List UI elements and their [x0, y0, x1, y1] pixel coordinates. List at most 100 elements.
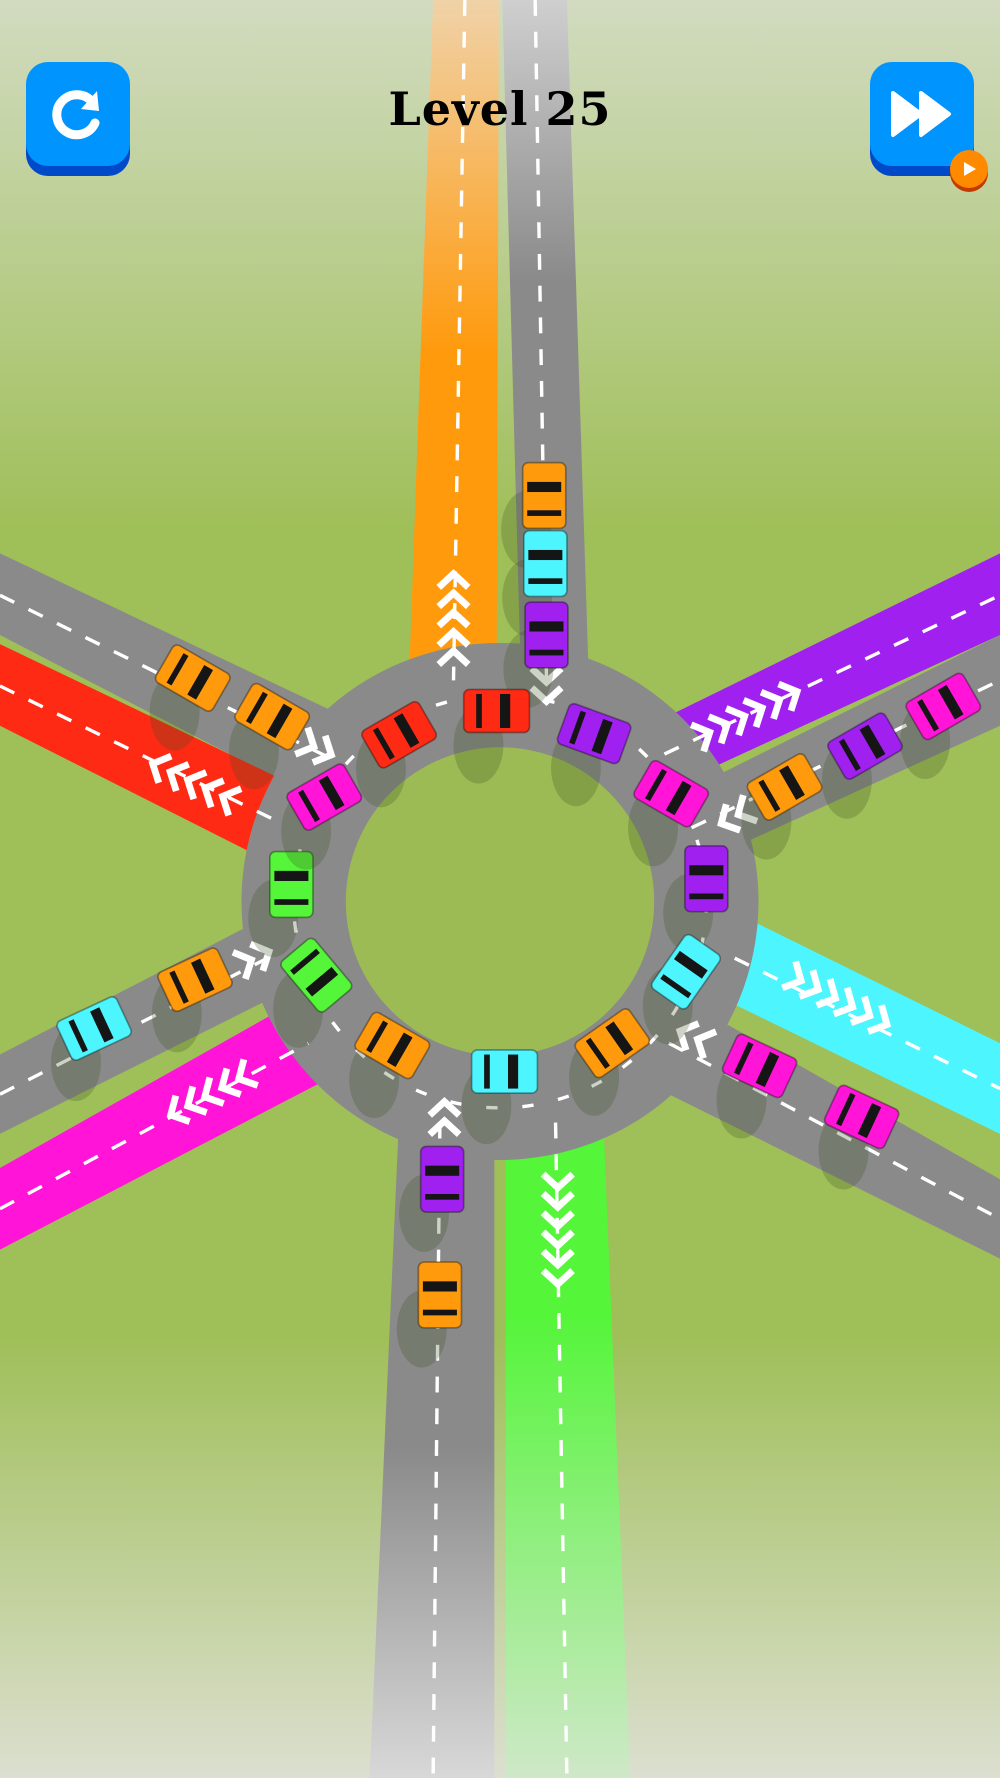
car-orange[interactable] — [153, 643, 231, 713]
car-roof — [649, 771, 683, 811]
chevron-arrow — [234, 1058, 259, 1089]
dash-line — [553, 1122, 569, 1778]
car-windshield — [529, 621, 564, 632]
chevron-arrow-group — [540, 1171, 575, 1289]
car-windshield — [190, 958, 215, 994]
car-green[interactable] — [268, 850, 314, 919]
restart-button[interactable] — [26, 62, 130, 166]
car-rear-window — [733, 1041, 754, 1076]
car-windshield — [859, 724, 886, 760]
car-orange[interactable] — [353, 1010, 431, 1080]
car-rear-window — [585, 1037, 610, 1069]
car-green[interactable] — [279, 936, 354, 1014]
car-windshield — [500, 693, 511, 728]
car-rear-window — [366, 1020, 389, 1053]
car-rear-window — [527, 510, 562, 516]
car-magenta[interactable] — [904, 671, 982, 741]
car-roof — [739, 1044, 770, 1083]
car-rear-window — [835, 1092, 856, 1127]
car-rear-window — [838, 738, 861, 772]
car-rear-window — [569, 710, 587, 745]
car-roof — [293, 952, 332, 989]
car-rear-window — [290, 948, 320, 975]
car-cyan[interactable] — [649, 932, 722, 1011]
lane-top-orange — [408, 0, 499, 704]
car-magenta[interactable] — [721, 1032, 799, 1099]
restart-icon — [52, 90, 100, 140]
car-orange[interactable] — [521, 461, 567, 530]
car-red[interactable] — [360, 700, 438, 770]
car-orange[interactable] — [417, 1261, 463, 1329]
car-roof — [274, 881, 309, 900]
dash-line — [0, 1041, 310, 1211]
chevron-arrow — [436, 569, 471, 590]
car-roof — [574, 712, 604, 751]
car-roof — [689, 875, 724, 894]
car-windshield — [422, 1281, 457, 1292]
chevron-arrow — [689, 721, 714, 753]
car-purple[interactable] — [524, 601, 569, 669]
car-rear-window — [68, 1019, 88, 1053]
car-roof — [489, 1054, 508, 1089]
car-magenta[interactable] — [632, 759, 710, 829]
car-roof — [663, 959, 702, 994]
car-cyan[interactable] — [522, 529, 568, 598]
chevron-arrow — [311, 734, 336, 766]
chevron-arrow-group — [166, 1058, 259, 1125]
chevron-arrow — [436, 588, 471, 610]
chevron-arrow — [529, 685, 564, 706]
car-red[interactable] — [462, 688, 531, 734]
chevron-arrow-group — [148, 752, 243, 817]
car-windshield — [665, 780, 692, 816]
chevron-arrow — [427, 1096, 462, 1118]
chevron-arrow-group — [529, 665, 564, 706]
car-rear-window — [660, 974, 692, 999]
chevron-arrow — [849, 995, 874, 1026]
car-rear-window — [169, 970, 189, 1004]
chevron-arrow — [436, 626, 471, 648]
car-purple[interactable] — [826, 711, 904, 781]
chevron-arrow — [742, 697, 767, 729]
video-ad-play-icon — [964, 162, 976, 176]
level-title: Level 25 — [388, 82, 612, 136]
car-rear-window — [245, 691, 268, 725]
car-roof — [371, 1023, 404, 1062]
car-windshield — [386, 1032, 413, 1068]
chevron-arrow — [165, 761, 190, 793]
car-purple[interactable] — [556, 702, 633, 765]
car-cyan[interactable] — [55, 995, 133, 1062]
road-bottom-gray — [369, 1116, 495, 1778]
car-orange[interactable] — [156, 946, 234, 1013]
car-magenta[interactable] — [823, 1083, 901, 1150]
car-orange[interactable] — [573, 1007, 652, 1080]
car-purple[interactable] — [683, 845, 729, 913]
chevron-arrow-group — [675, 1020, 718, 1060]
car-rear-window — [528, 578, 563, 584]
chevron-arrow — [294, 726, 319, 758]
skip-level-button[interactable] — [870, 62, 988, 188]
car-roof — [481, 693, 500, 728]
chevron-arrow — [707, 713, 732, 745]
car-windshield — [393, 713, 420, 748]
car-purple[interactable] — [419, 1145, 465, 1214]
chevron-arrow — [540, 1171, 575, 1193]
lane-lower-left-magenta — [0, 1006, 332, 1250]
car-roof — [171, 655, 205, 695]
video-ad-badge — [950, 150, 988, 188]
chevron-arrow — [249, 940, 274, 972]
chevron-arrow-group — [717, 794, 759, 834]
car-magenta[interactable] — [285, 762, 363, 832]
car-roof — [73, 1011, 105, 1051]
car-rear-window — [166, 653, 189, 686]
car-roof — [763, 770, 797, 810]
car-windshield — [305, 966, 339, 997]
car-orange[interactable] — [233, 682, 311, 752]
car-roof — [590, 1027, 625, 1066]
car-orange[interactable] — [745, 752, 823, 822]
car-rear-window — [298, 789, 321, 823]
car-cyan[interactable] — [470, 1049, 539, 1094]
chevron-arrow — [217, 1067, 242, 1098]
car-windshield — [937, 684, 964, 720]
